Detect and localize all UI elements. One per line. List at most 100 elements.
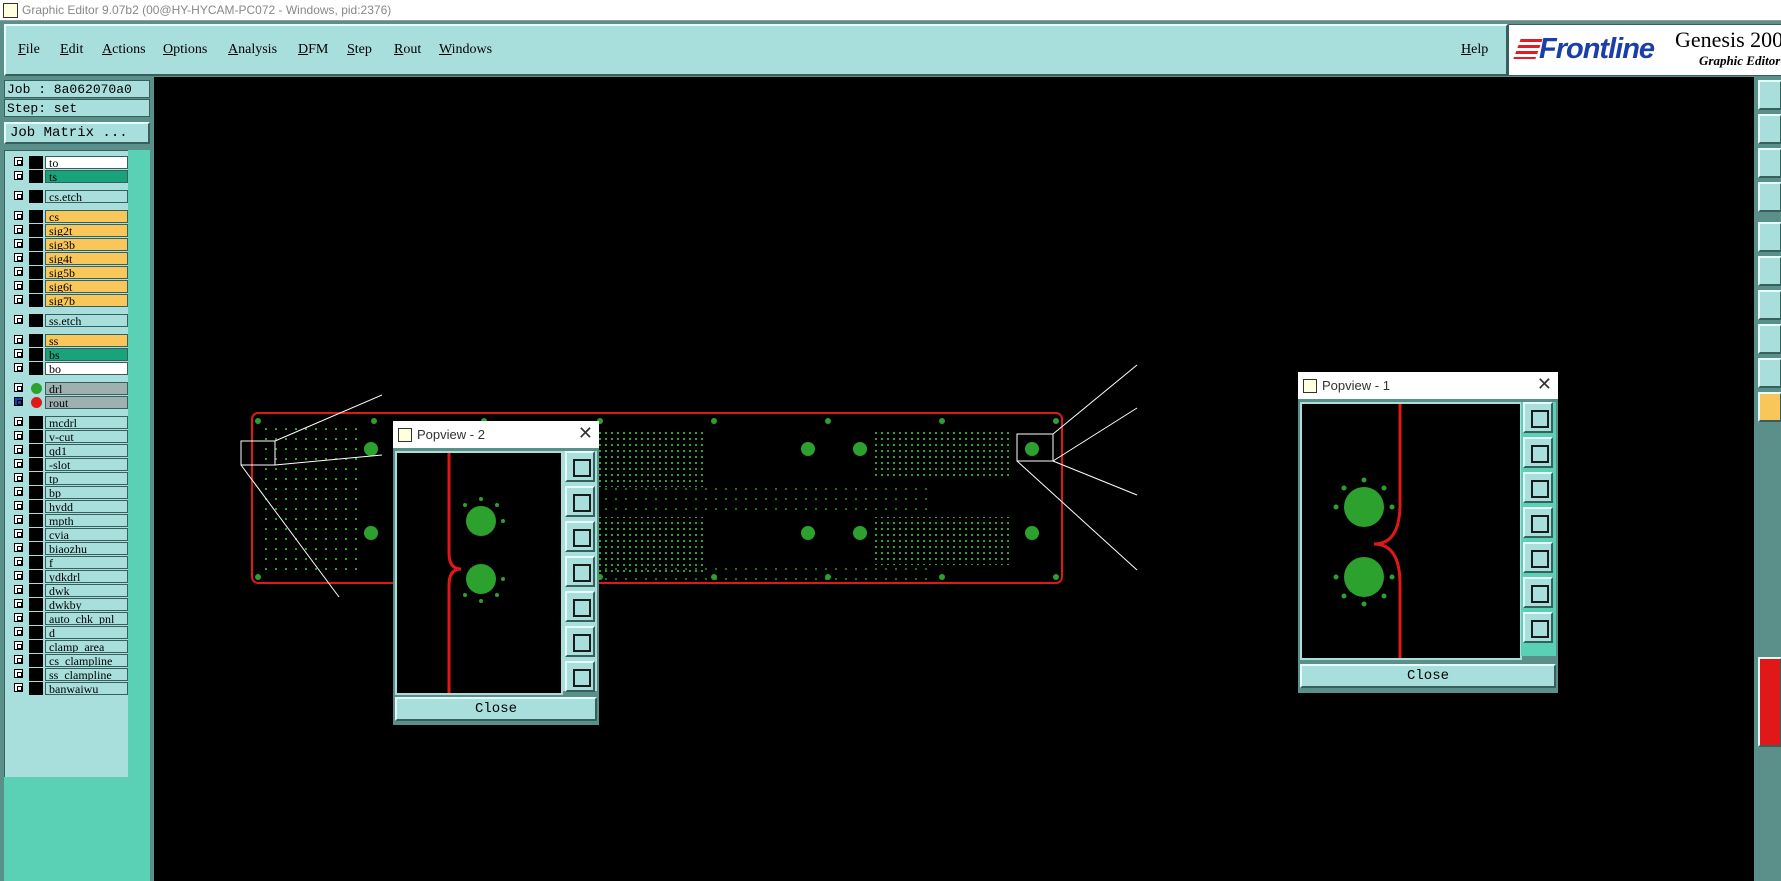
menu-dfm[interactable]: DFM (298, 42, 329, 57)
layer-checkbox[interactable] (14, 487, 23, 496)
close-icon[interactable]: ✕ (1536, 374, 1552, 394)
layer-name[interactable]: clamp_area (45, 640, 128, 653)
layer-row[interactable]: d (9, 626, 128, 639)
layer-checkbox[interactable] (14, 281, 23, 290)
popview-pan-down-icon[interactable] (1523, 472, 1553, 503)
menu-options[interactable]: Options (163, 42, 208, 57)
layer-checkbox[interactable] (14, 239, 23, 248)
layer-checkbox[interactable] (14, 383, 23, 392)
layer-name[interactable]: dwkby (45, 598, 128, 611)
popview-zoom-in-icon[interactable] (1523, 577, 1553, 608)
layer-name[interactable]: tp (45, 472, 128, 485)
layer-name[interactable]: sig7b (45, 294, 128, 307)
layer-checkbox[interactable] (14, 335, 23, 344)
layer-name[interactable]: bp (45, 486, 128, 499)
layer-name[interactable]: cs_clampline (45, 654, 128, 667)
layer-name[interactable]: hydd (45, 500, 128, 513)
layer-row[interactable]: rout (9, 396, 128, 409)
layer-row[interactable]: dwk (9, 584, 128, 597)
layer-name[interactable]: bs (45, 348, 128, 361)
tool-button-2-icon[interactable] (1758, 114, 1781, 144)
layer-checkbox[interactable] (14, 655, 23, 664)
layer-checkbox[interactable] (14, 211, 23, 220)
layer-name[interactable]: ss_clampline (45, 668, 128, 681)
layer-row[interactable]: ts (9, 170, 128, 183)
layer-row[interactable]: sig5b (9, 266, 128, 279)
layer-row[interactable]: cs_clampline (9, 654, 128, 667)
layer-checkbox[interactable] (14, 363, 23, 372)
layer-checkbox[interactable] (14, 599, 23, 608)
layer-checkbox[interactable] (14, 349, 23, 358)
layer-row[interactable]: v-cut (9, 430, 128, 443)
layer-name[interactable]: sig5b (45, 266, 128, 279)
popview-pan-up-icon[interactable] (565, 486, 595, 517)
tool-button-8-icon[interactable] (1758, 324, 1781, 354)
popview-pan-right-icon[interactable] (565, 591, 595, 622)
layer-row[interactable]: dwkby (9, 598, 128, 611)
layer-row[interactable]: cs (9, 210, 128, 223)
layer-row[interactable]: cs.etch (9, 190, 128, 203)
layer-name[interactable]: bo (45, 362, 128, 375)
layer-row[interactable]: sig2t (9, 224, 128, 237)
layer-checkbox[interactable] (14, 473, 23, 482)
layer-checkbox[interactable] (14, 515, 23, 524)
layer-row[interactable]: ss_clampline (9, 668, 128, 681)
layer-checkbox[interactable] (14, 225, 23, 234)
menu-step[interactable]: Step (347, 42, 372, 57)
layer-name[interactable]: to (45, 156, 128, 169)
layer-checkbox[interactable] (14, 315, 23, 324)
menu-windows[interactable]: Windows (439, 42, 493, 57)
layer-name[interactable]: ss.etch (45, 314, 128, 327)
layer-checkbox[interactable] (14, 501, 23, 510)
layer-checkbox[interactable] (14, 669, 23, 678)
layer-checkbox[interactable] (14, 253, 23, 262)
layer-checkbox[interactable] (14, 543, 23, 552)
popview-zoom-fit-icon[interactable] (565, 451, 595, 482)
layer-name[interactable]: biaozhu (45, 542, 128, 555)
layer-row[interactable]: sig4t (9, 252, 128, 265)
layer-row[interactable]: qd1 (9, 444, 128, 457)
layer-row[interactable]: ydkdrl (9, 570, 128, 583)
layer-checkbox[interactable] (14, 397, 23, 406)
layer-checkbox[interactable] (14, 613, 23, 622)
layer-name[interactable]: mpth (45, 514, 128, 527)
layer-checkbox[interactable] (14, 529, 23, 538)
popview-zoom-fit-icon[interactable] (1523, 402, 1553, 433)
layer-row[interactable]: auto_chk_pnl (9, 612, 128, 625)
close-icon[interactable]: ✕ (577, 423, 593, 443)
layer-row[interactable]: f (9, 556, 128, 569)
popview-1-view[interactable] (1300, 402, 1522, 660)
layer-checkbox[interactable] (14, 191, 23, 200)
layer-checkbox[interactable] (14, 557, 23, 566)
layer-name[interactable]: v-cut (45, 430, 128, 443)
layer-row[interactable]: cvia (9, 528, 128, 541)
menu-analysis[interactable]: Analysis (228, 42, 278, 57)
layer-checkbox[interactable] (14, 585, 23, 594)
layer-checkbox[interactable] (14, 295, 23, 304)
tool-button-9-icon[interactable] (1758, 358, 1781, 388)
layer-checkbox[interactable] (14, 459, 23, 468)
layer-row[interactable]: clamp_area (9, 640, 128, 653)
layer-row[interactable]: sig7b (9, 294, 128, 307)
layer-row[interactable]: hydd (9, 500, 128, 513)
layer-name[interactable]: cs.etch (45, 190, 128, 203)
tool-button-6-icon[interactable] (1758, 256, 1781, 286)
tool-button-3-icon[interactable] (1758, 148, 1781, 178)
menu-actions[interactable]: Actions (102, 42, 146, 57)
menu-help[interactable]: Help (1461, 42, 1489, 57)
layer-checkbox[interactable] (14, 683, 23, 692)
layer-name[interactable]: d (45, 626, 128, 639)
popview-zoom-in-icon[interactable] (565, 626, 595, 657)
popview-pan-left-icon[interactable] (1523, 507, 1553, 538)
layer-name[interactable]: drl (45, 382, 128, 395)
layer-list-scroll-strip[interactable] (128, 150, 150, 881)
layer-row[interactable]: banwaiwu (9, 682, 128, 695)
layer-checkbox[interactable] (14, 267, 23, 276)
layer-name[interactable]: sig6t (45, 280, 128, 293)
layer-name[interactable]: qd1 (45, 444, 128, 457)
layer-checkbox[interactable] (14, 417, 23, 426)
layer-row[interactable]: biaozhu (9, 542, 128, 555)
layer-name[interactable]: dwk (45, 584, 128, 597)
layer-checkbox[interactable] (14, 571, 23, 580)
layer-row[interactable]: mcdrl (9, 416, 128, 429)
